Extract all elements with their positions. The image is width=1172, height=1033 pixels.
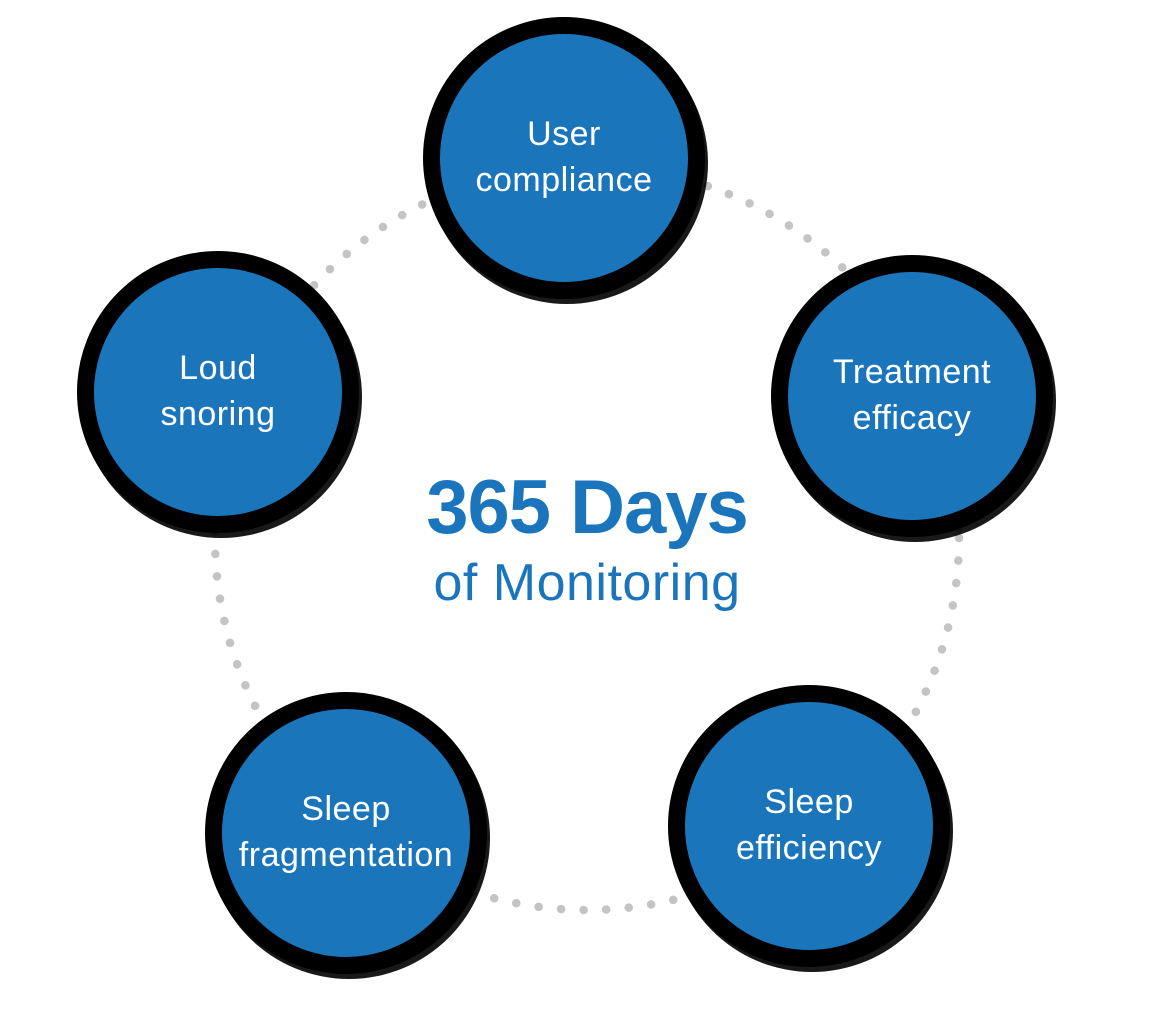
title-main: 365 Days — [426, 465, 749, 550]
node-label-line: Sleep — [764, 783, 854, 822]
node-label-line: snoring — [160, 395, 276, 433]
node-loud-snoring-label: Loud snoring — [160, 346, 275, 438]
node-label-line: efficiency — [735, 829, 883, 867]
node-user-compliance-label: User compliance — [476, 112, 653, 204]
node-sleep-efficiency-label: Sleep efficiency — [736, 780, 882, 872]
node-sleep-efficiency: Sleep efficiency — [668, 685, 950, 967]
center-title: 365 Days of Monitoring — [426, 465, 749, 614]
node-label-line: Sleep — [301, 790, 391, 829]
node-label-line: User — [527, 115, 601, 154]
node-sleep-fragmentation-label: Sleep fragmentation — [239, 787, 453, 879]
node-treatment-efficacy-label: Treatment efficacy — [833, 350, 991, 442]
node-user-compliance: User compliance — [423, 17, 705, 299]
node-sleep-fragmentation: Sleep fragmentation — [205, 692, 487, 974]
node-label-line: efficacy — [852, 399, 972, 437]
title-subtitle: of Monitoring — [433, 553, 741, 612]
node-treatment-efficacy: Treatment efficacy — [771, 255, 1053, 537]
node-loud-snoring: Loud snoring — [77, 251, 359, 533]
node-label-line: fragmentation — [238, 836, 454, 874]
node-label-line: Treatment — [832, 353, 992, 392]
node-label-line: compliance — [475, 161, 653, 199]
node-label-line: Loud — [179, 349, 257, 388]
